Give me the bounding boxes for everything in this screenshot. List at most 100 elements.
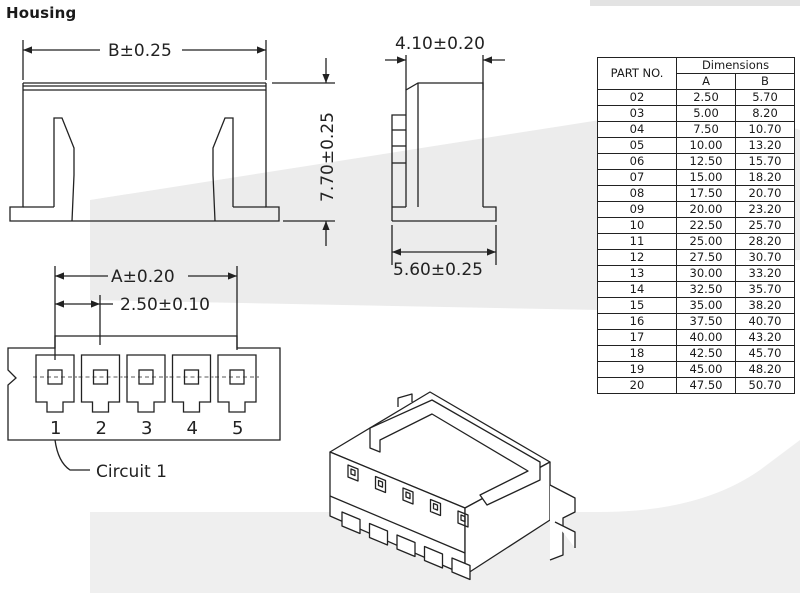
iso-cavity	[457, 510, 469, 528]
part-no-cell: 15	[597, 297, 677, 314]
dimension-a-cell: 37.50	[676, 313, 736, 330]
part-no-cell: 17	[597, 329, 677, 346]
dimension-a-cell: 10.00	[676, 137, 736, 154]
dimension-b-cell: 38.20	[735, 297, 795, 314]
iso-cavity	[347, 464, 359, 482]
iso-cavity	[402, 487, 414, 505]
dimension-b-cell: 50.70	[735, 377, 795, 394]
part-no-cell: 11	[597, 233, 677, 250]
dimension-b-cell: 13.20	[735, 137, 795, 154]
dimension-a-cell: 40.00	[676, 329, 736, 346]
part-no-cell: 12	[597, 249, 677, 266]
dimension-a-cell: 25.00	[676, 233, 736, 250]
part-no-cell: 19	[597, 361, 677, 378]
dimension-a-cell: 5.00	[676, 105, 736, 122]
dimension-b-label: B±0.25	[108, 41, 172, 61]
part-no-cell: 20	[597, 377, 677, 394]
part-no-cell: 14	[597, 281, 677, 298]
dimension-a-label: A±0.20	[111, 267, 175, 287]
dimension-b-cell: 45.70	[735, 345, 795, 362]
part-no-header: PART NO.	[597, 57, 677, 90]
dimension-a-cell: 2.50	[676, 89, 736, 106]
dimension-b-cell: 28.20	[735, 233, 795, 250]
page-title: Housing	[6, 4, 77, 22]
iso-cavity	[429, 498, 442, 517]
isometric-view	[329, 391, 576, 581]
pin-number-label: 5	[232, 418, 243, 439]
pin-number-label: 3	[141, 418, 152, 439]
dimension-a-cell: 42.50	[676, 345, 736, 362]
front-view	[9, 40, 280, 222]
part-no-cell: 10	[597, 217, 677, 234]
dimension-a-cell: 17.50	[676, 185, 736, 202]
dimension-bottom-depth-label: 5.60±0.25	[393, 260, 483, 280]
top-view	[7, 266, 281, 471]
dimension-a-cell: 15.00	[676, 169, 736, 186]
pin-number-label: 4	[187, 418, 198, 439]
dimension-b-cell: 18.20	[735, 169, 795, 186]
pin-cavity	[126, 354, 166, 413]
pin-number-label: 1	[50, 418, 61, 439]
pin-number-label: 2	[96, 418, 107, 439]
dimension-a-cell: 12.50	[676, 153, 736, 170]
dimension-b-cell: 35.70	[735, 281, 795, 298]
dimension-b-cell: 10.70	[735, 121, 795, 138]
iso-tooth	[341, 511, 361, 535]
iso-cavity	[374, 475, 387, 494]
dimension-b-cell: 20.70	[735, 185, 795, 202]
pin-cavity	[171, 354, 212, 413]
circuit-label: Circuit 1	[96, 462, 167, 482]
dimensions-header: Dimensions	[676, 57, 795, 74]
iso-tooth	[451, 557, 471, 581]
part-no-cell: 02	[597, 89, 677, 106]
pin-cavity	[217, 354, 257, 413]
dimension-b-cell: 15.70	[735, 153, 795, 170]
pin-cavity	[35, 354, 75, 413]
header-bar	[590, 0, 800, 6]
dimension-b-cell: 48.20	[735, 361, 795, 378]
dimension-a-cell: 47.50	[676, 377, 736, 394]
dimension-pitch-label: 2.50±0.10	[120, 295, 210, 315]
dimension-b-cell: 25.70	[735, 217, 795, 234]
part-no-cell: 09	[597, 201, 677, 218]
part-no-cell: 07	[597, 169, 677, 186]
part-no-cell: 05	[597, 137, 677, 154]
part-no-cell: 18	[597, 345, 677, 362]
dimension-b-cell: 30.70	[735, 249, 795, 266]
dimension-height-label: 7.70±0.25	[318, 112, 338, 202]
dimension-a-cell: 35.00	[676, 297, 736, 314]
dimension-a-cell: 7.50	[676, 121, 736, 138]
dimension-depth-label: 4.10±0.20	[395, 34, 485, 54]
dimension-a-cell: 22.50	[676, 217, 736, 234]
dimension-a-cell: 20.00	[676, 201, 736, 218]
col-a-header: A	[676, 73, 736, 90]
dimension-a-cell: 45.00	[676, 361, 736, 378]
dimension-a-cell: 32.50	[676, 281, 736, 298]
dimension-a-cell: 30.00	[676, 265, 736, 282]
side-view	[385, 55, 505, 265]
dimension-b-cell: 23.20	[735, 201, 795, 218]
part-no-cell: 06	[597, 153, 677, 170]
dimension-b-cell: 40.70	[735, 313, 795, 330]
part-no-cell: 04	[597, 121, 677, 138]
